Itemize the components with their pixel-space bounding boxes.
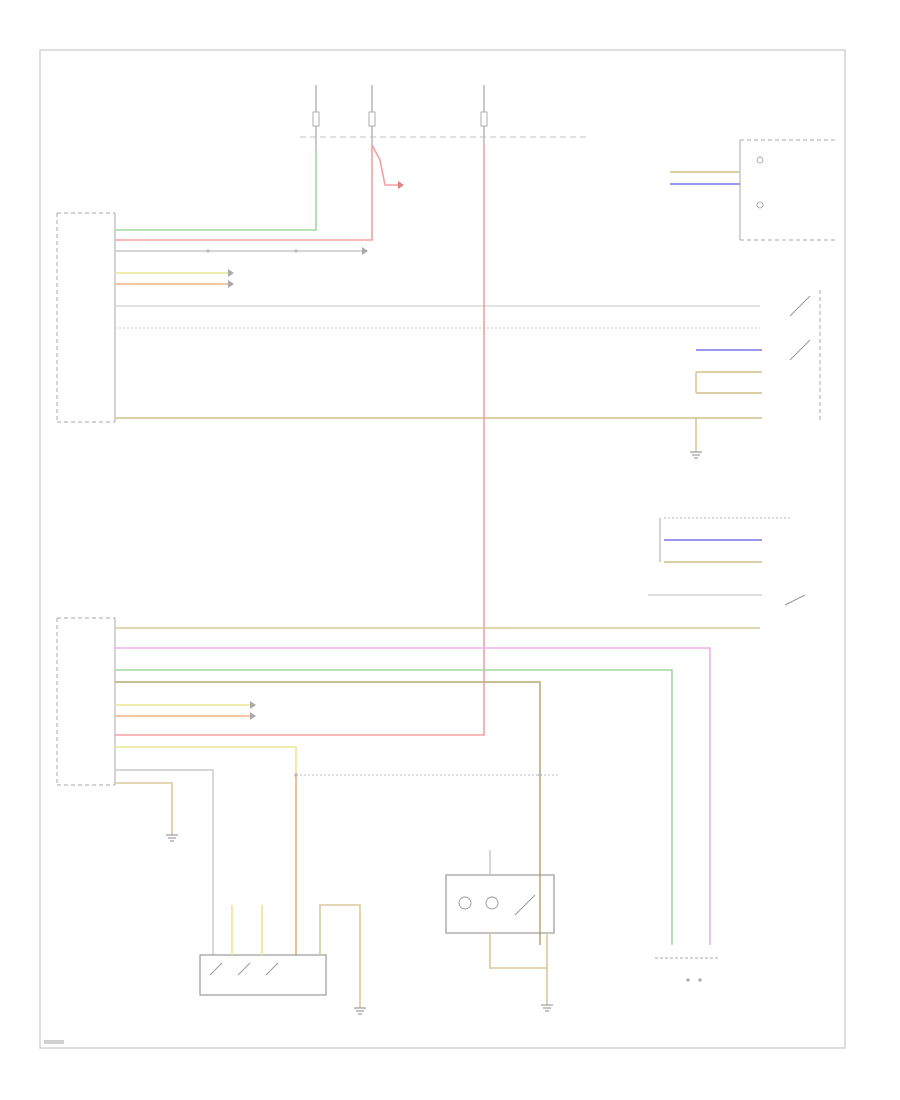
switch-contact-icon bbox=[789, 295, 811, 317]
splice-dot-icon bbox=[206, 249, 210, 253]
connector-pin bbox=[686, 978, 690, 982]
sensor-lamp-box bbox=[445, 874, 555, 934]
ground-symbol-icon bbox=[354, 1007, 366, 1015]
splice-dot-icon bbox=[294, 249, 298, 253]
connector-pin bbox=[698, 978, 702, 982]
wire-gray-to-switch bbox=[115, 769, 214, 955]
lower-control-module bbox=[56, 617, 116, 786]
upper-switch-group bbox=[695, 290, 821, 420]
connector-arrow-icon bbox=[398, 181, 404, 189]
connector-arrow-icon bbox=[228, 269, 234, 277]
switch-assembly bbox=[199, 904, 366, 1015]
fuse-3 bbox=[480, 111, 488, 127]
upper-module-wires bbox=[115, 144, 762, 459]
indicator-lamp-icon bbox=[458, 896, 472, 910]
wire-red-fuse2 bbox=[115, 145, 373, 241]
upper-control-module bbox=[56, 212, 116, 423]
wire-red-main bbox=[115, 145, 485, 736]
indicator-lamp-icon bbox=[756, 201, 764, 209]
fuse-1 bbox=[312, 111, 320, 127]
connector-arrow-icon bbox=[250, 701, 256, 709]
wire-tan-dark bbox=[115, 681, 541, 945]
sensor-lamp-assembly bbox=[445, 850, 555, 1012]
splice-dot-icon bbox=[538, 773, 542, 777]
fuse-2 bbox=[368, 111, 376, 127]
switch-assembly-box bbox=[199, 954, 327, 996]
switch-contact-icon bbox=[789, 339, 811, 361]
instrument-cluster bbox=[670, 139, 835, 241]
wire-pink-long bbox=[115, 647, 711, 945]
wire-green-long bbox=[115, 669, 673, 945]
ground-symbol-icon bbox=[690, 451, 702, 459]
corner-tag bbox=[44, 1040, 64, 1044]
connector-arrow-icon bbox=[228, 280, 234, 288]
middle-switch-group bbox=[648, 517, 806, 606]
wire-yellow-to-switch bbox=[115, 746, 297, 775]
wire-green-fuse1 bbox=[115, 150, 317, 231]
switch-contact-icon bbox=[265, 962, 279, 976]
fuel-pump-connector bbox=[655, 957, 720, 982]
switch-contact-icon bbox=[209, 962, 223, 976]
splice-dot-icon bbox=[294, 773, 298, 777]
switch-contact-icon bbox=[784, 594, 806, 606]
wire-red-branch bbox=[371, 144, 398, 186]
indicator-lamp-icon bbox=[485, 896, 499, 910]
ground-symbol-icon bbox=[541, 1004, 553, 1012]
diagram-frame bbox=[39, 49, 846, 1049]
lower-module-wires bbox=[115, 627, 760, 955]
connector-arrow-icon bbox=[362, 247, 368, 255]
indicator-lamp-icon bbox=[756, 156, 764, 164]
wire-tan-ground bbox=[115, 782, 173, 835]
switch-contact-icon bbox=[514, 894, 536, 916]
fuse-feeds bbox=[300, 85, 590, 150]
wire-tan-sensor-out bbox=[489, 933, 548, 969]
wire-tan-assembly bbox=[319, 904, 361, 1008]
connector-arrow-icon bbox=[250, 712, 256, 720]
switch-contact-icon bbox=[237, 962, 251, 976]
ground-symbol-icon bbox=[166, 834, 178, 842]
